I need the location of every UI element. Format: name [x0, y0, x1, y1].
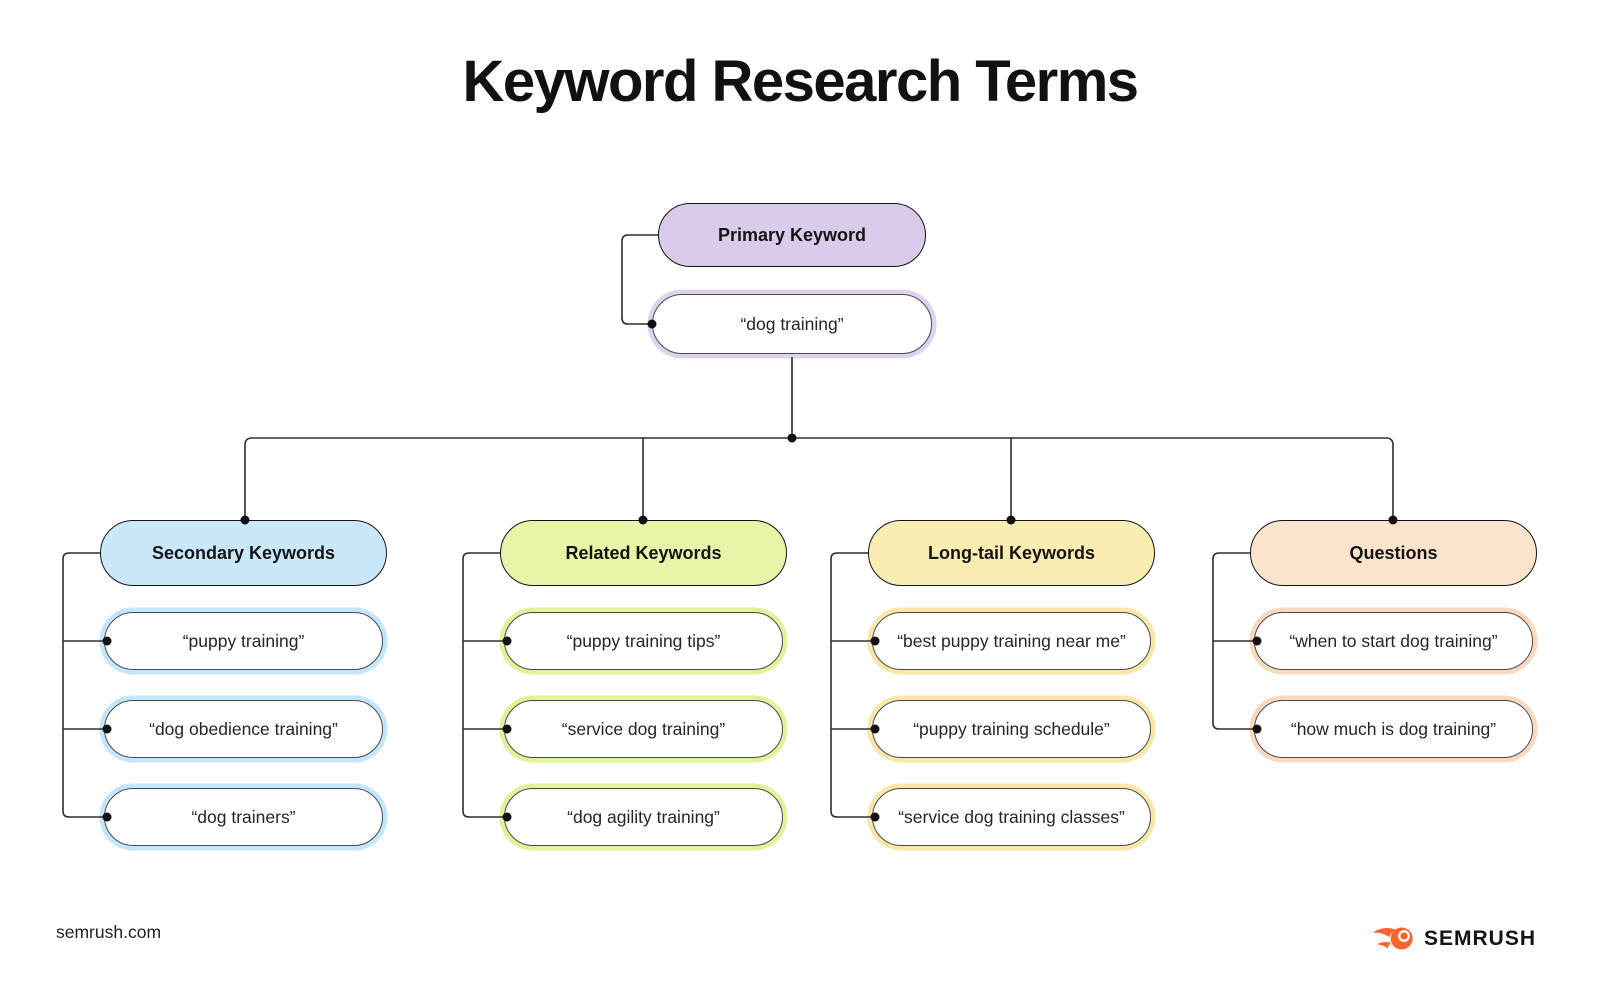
keyword-pill: “when to start dog training” [1254, 612, 1533, 670]
page-title: Keyword Research Terms [462, 49, 1139, 114]
semrush-logo-text: SEMRUSH [1424, 926, 1537, 950]
branch-header-questions: Questions [1250, 520, 1537, 586]
keyword-pill: “puppy training tips” [504, 612, 783, 670]
keyword-pill: “puppy training schedule” [872, 700, 1151, 758]
keyword-pill: “service dog training classes” [872, 788, 1151, 846]
node-primary-example: “dog training” [652, 294, 932, 354]
branch-header-related-keywords: Related Keywords [500, 520, 787, 586]
semrush-logo-icon [1372, 927, 1413, 950]
keyword-pill: “how much is dog training” [1254, 700, 1533, 758]
source-url: semrush.com [56, 922, 162, 942]
keyword-pill: “dog trainers” [104, 788, 383, 846]
node-primary-keyword: Primary Keyword [658, 203, 926, 267]
keyword-pill: “best puppy training near me” [872, 612, 1151, 670]
keyword-pill: “service dog training” [504, 700, 783, 758]
semrush-logo: SEMRUSH [1372, 924, 1536, 953]
keyword-pill: “dog obedience training” [104, 700, 383, 758]
keyword-pill: “puppy training” [104, 612, 383, 670]
keyword-pill: “dog agility training” [504, 788, 783, 846]
branch-header-long-tail-keywords: Long-tail Keywords [868, 520, 1155, 586]
branch-header-secondary-keywords: Secondary Keywords [100, 520, 387, 586]
